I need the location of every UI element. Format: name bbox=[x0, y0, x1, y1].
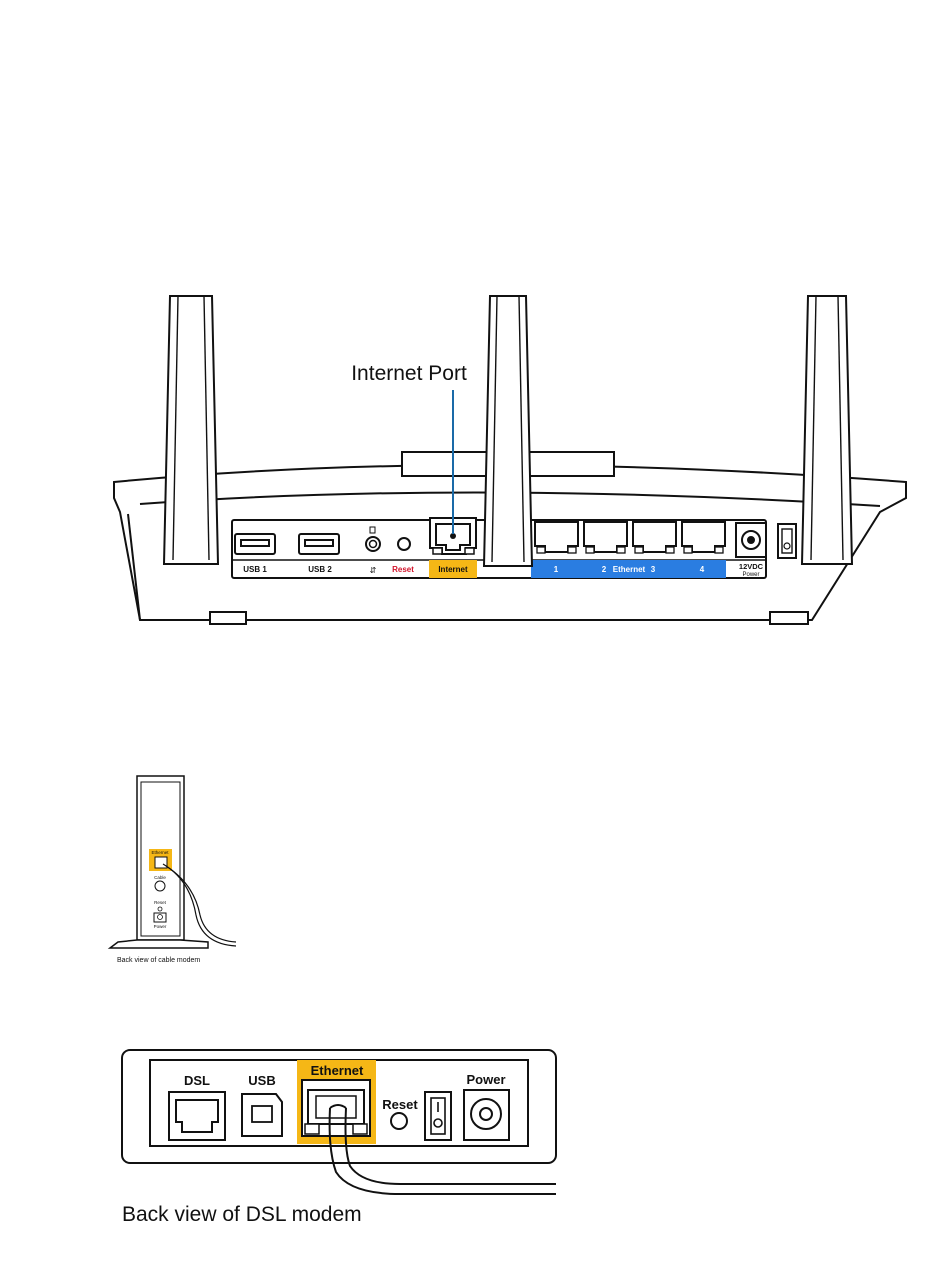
label-eth2: 2 bbox=[602, 565, 607, 574]
label-12vdc: 12VDC bbox=[739, 562, 764, 571]
cable-modem-caption: Back view of cable modem bbox=[117, 957, 200, 964]
dsl-ethernet-port-icon bbox=[302, 1080, 370, 1136]
cable-modem-label-cable: Cable bbox=[154, 875, 166, 880]
label-eth3: 3 bbox=[651, 565, 656, 574]
dsl-usb-port-icon bbox=[242, 1094, 282, 1136]
label-internet: Internet bbox=[438, 565, 468, 574]
dsl-modem-diagram: DSL USB Ethernet Reset Power bbox=[122, 1050, 556, 1194]
dsl-label-power: Power bbox=[466, 1072, 505, 1087]
dsl-reset-button-icon bbox=[391, 1113, 407, 1129]
label-usb1: USB 1 bbox=[243, 565, 267, 574]
label-wps-icon: ⇵ bbox=[370, 566, 377, 575]
dsl-port-icon bbox=[169, 1092, 225, 1140]
label-reset: Reset bbox=[392, 565, 414, 574]
reset-button-icon bbox=[398, 538, 410, 550]
dsl-power-switch-icon bbox=[425, 1092, 451, 1140]
cable-modem-cable-port-icon bbox=[155, 881, 165, 891]
label-eth1: 1 bbox=[554, 565, 559, 574]
label-ethernet: Ethernet bbox=[613, 565, 646, 574]
dsl-label-ethernet: Ethernet bbox=[311, 1063, 364, 1078]
power-switch-icon bbox=[778, 524, 796, 558]
cable-modem-diagram: Ethernet Cable Reset Power bbox=[110, 776, 236, 948]
callout-internet-port: Internet Port bbox=[351, 362, 467, 385]
dsl-label-reset: Reset bbox=[382, 1097, 418, 1112]
cable-modem-label-reset: Reset bbox=[154, 900, 167, 905]
cable-modem-label-power: Power bbox=[154, 924, 167, 929]
cable-modem-label-ethernet: Ethernet bbox=[151, 850, 169, 855]
label-usb2: USB 2 bbox=[308, 565, 332, 574]
power-jack-icon bbox=[736, 523, 766, 557]
dsl-power-jack-icon bbox=[464, 1090, 509, 1140]
dsl-label-usb: USB bbox=[248, 1073, 275, 1088]
dsl-label-dsl: DSL bbox=[184, 1073, 210, 1088]
label-eth4: 4 bbox=[700, 565, 705, 574]
label-power: Power bbox=[742, 572, 759, 578]
wps-button-icon bbox=[366, 537, 380, 551]
dsl-modem-caption: Back view of DSL modem bbox=[122, 1203, 362, 1227]
